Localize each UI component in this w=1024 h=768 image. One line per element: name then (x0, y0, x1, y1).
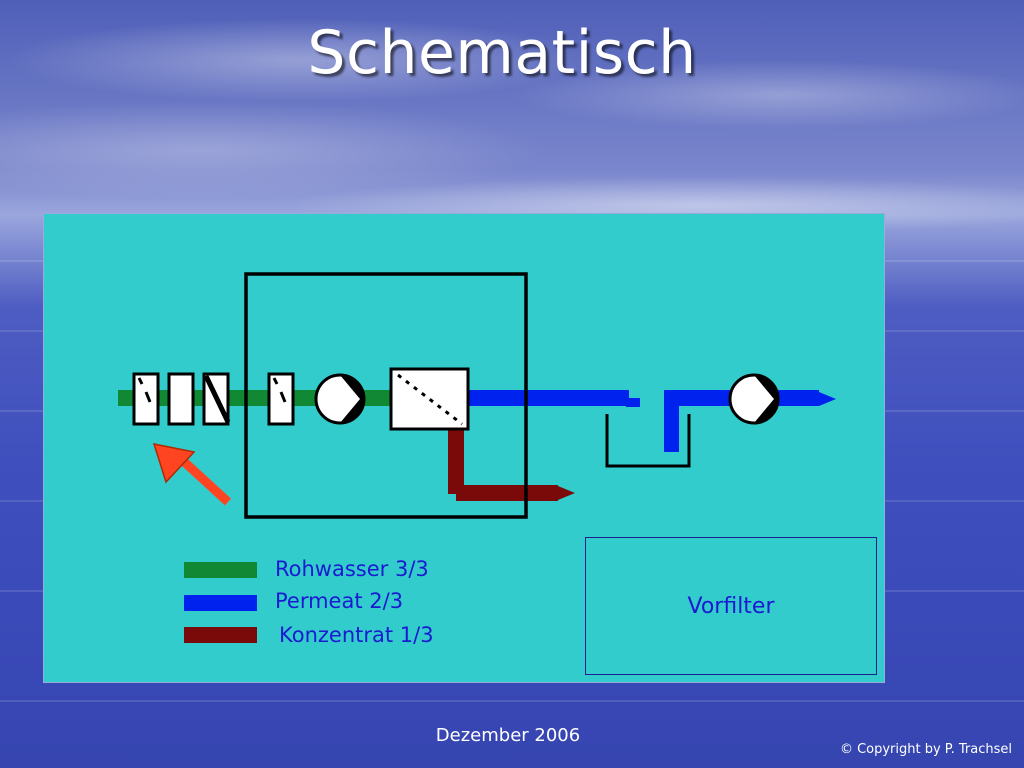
pump-1 (314, 373, 366, 425)
prefilter-cartridge-2 (167, 372, 195, 426)
prefilter-cartridge-1 (132, 372, 160, 426)
storage-tank (605, 414, 691, 468)
concentrate-pipe-out (456, 485, 558, 501)
footer-date: Dezember 2006 (435, 725, 581, 746)
legend-label-rohwasser: Rohwasser 3/3 (275, 557, 429, 581)
concentrate-outlet-arrow (558, 486, 575, 500)
schematic-panel: Rohwasser 3/3 Permeat 2/3 Konzentrat 1/3… (43, 213, 885, 683)
permeate-pipe-main (464, 390, 629, 406)
slide-title: Schematisch (307, 18, 697, 88)
permeate-outlet-arrow (819, 392, 836, 406)
legend-label-permeat: Permeat 2/3 (275, 589, 404, 613)
pointer-arrow-icon (152, 443, 232, 506)
permeate-pipe-stub (626, 398, 640, 407)
legend-swatch-rohwasser (184, 562, 257, 578)
vorfilter-box: Vorfilter (585, 537, 877, 675)
vorfilter-label: Vorfilter (687, 594, 775, 619)
legend-swatch-permeat (184, 595, 257, 611)
concentrate-pipe-down (448, 428, 464, 494)
legend-label-konzentrat: Konzentrat 1/3 (279, 623, 434, 647)
ro-unit-enclosure (244, 272, 528, 519)
permeate-pipe-riser (664, 398, 679, 452)
prefilter-cartridge-3 (202, 372, 231, 426)
legend-swatch-konzentrat (184, 627, 257, 643)
schematic-diagram (118, 272, 836, 643)
membrane-module (389, 367, 470, 431)
footer-copyright: © Copyright by P. Trachsel (839, 742, 1012, 757)
filter-cartridge-4 (267, 372, 295, 426)
pump-2 (728, 373, 780, 425)
